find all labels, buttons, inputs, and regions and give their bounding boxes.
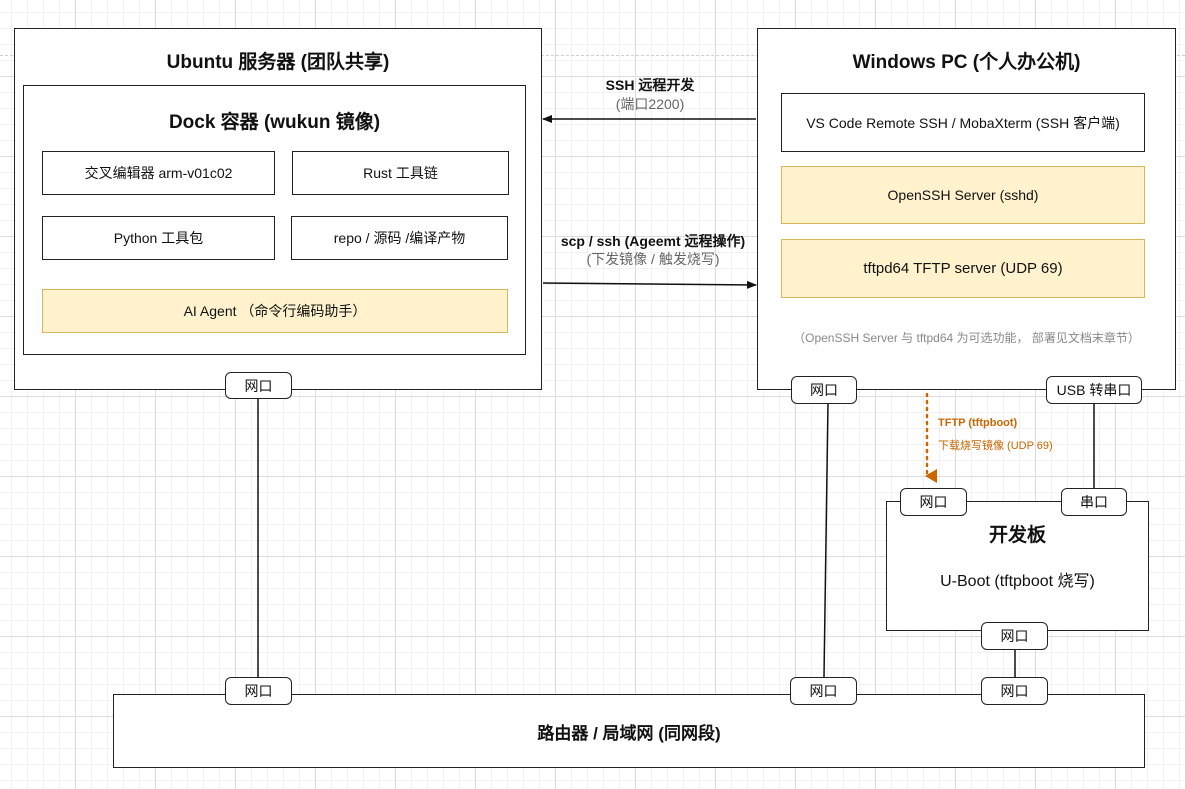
ai-agent-item: AI Agent （命令行编码助手） bbox=[42, 289, 508, 333]
openssh-server-item: OpenSSH Server (sshd) bbox=[781, 166, 1145, 224]
ubuntu-server-title: Ubuntu 服务器 (团队共享) bbox=[166, 52, 390, 73]
ssh-arrow-title: SSH 远程开发 bbox=[605, 77, 695, 93]
windows-optional-note: （OpenSSH Server 与 tftpd64 为可选功能， 部署见文档末章… bbox=[793, 331, 1140, 345]
ubuntu-net-port: 网口 bbox=[225, 372, 292, 399]
router-port-ubuntu: 网口 bbox=[225, 677, 292, 705]
tftp-arrow-subtitle: 下载烧写镜像 (UDP 69) bbox=[938, 440, 1053, 452]
dev-board-box: 开发板 U-Boot (tftpboot 烧写) bbox=[886, 501, 1149, 631]
uboot-label: U-Boot (tftpboot 烧写) bbox=[940, 573, 1095, 590]
router-box: 路由器 / 局域网 (同网段) bbox=[113, 694, 1145, 768]
board-net-port-top: 网口 bbox=[900, 488, 967, 516]
dock-container-title: Dock 容器 (wukun 镜像) bbox=[168, 112, 381, 133]
python-toolkit-item: Python 工具包 bbox=[42, 216, 275, 260]
router-title: 路由器 / 局域网 (同网段) bbox=[537, 723, 721, 743]
board-serial-port: 串口 bbox=[1061, 488, 1127, 516]
tftp-arrow-title: TFTP (tftpboot) bbox=[938, 417, 1018, 429]
router-port-board: 网口 bbox=[981, 677, 1048, 705]
scp-arrow-subtitle: (下发镜像 / 触发烧写) bbox=[586, 251, 720, 267]
cross-compiler-item: 交叉编辑器 arm-v01c02 bbox=[42, 151, 275, 195]
scp-arrow bbox=[542, 280, 757, 289]
ssh-client-item: VS Code Remote SSH / MobaXterm (SSH 客户端) bbox=[781, 93, 1145, 152]
windows-net-port: 网口 bbox=[791, 376, 857, 404]
ssh-arrow-subtitle: (端口2200) bbox=[615, 96, 685, 112]
windows-pc-title: Windows PC (个人办公机) bbox=[852, 52, 1081, 73]
page-guide-line bbox=[0, 55, 1185, 56]
repo-source-item: repo / 源码 /编译产物 bbox=[291, 216, 508, 260]
board-net-port-bottom: 网口 bbox=[981, 622, 1048, 650]
tftpd64-server-item: tftpd64 TFTP server (UDP 69) bbox=[781, 239, 1145, 298]
scp-arrow-title: scp / ssh (Ageemt 远程操作) bbox=[560, 233, 746, 249]
dev-board-title: 开发板 bbox=[988, 525, 1046, 546]
windows-router-link bbox=[823, 402, 829, 678]
windows-usb-serial-port: USB 转串口 bbox=[1046, 376, 1142, 404]
router-port-windows: 网口 bbox=[790, 677, 857, 705]
rust-toolchain-item: Rust 工具链 bbox=[292, 151, 509, 195]
